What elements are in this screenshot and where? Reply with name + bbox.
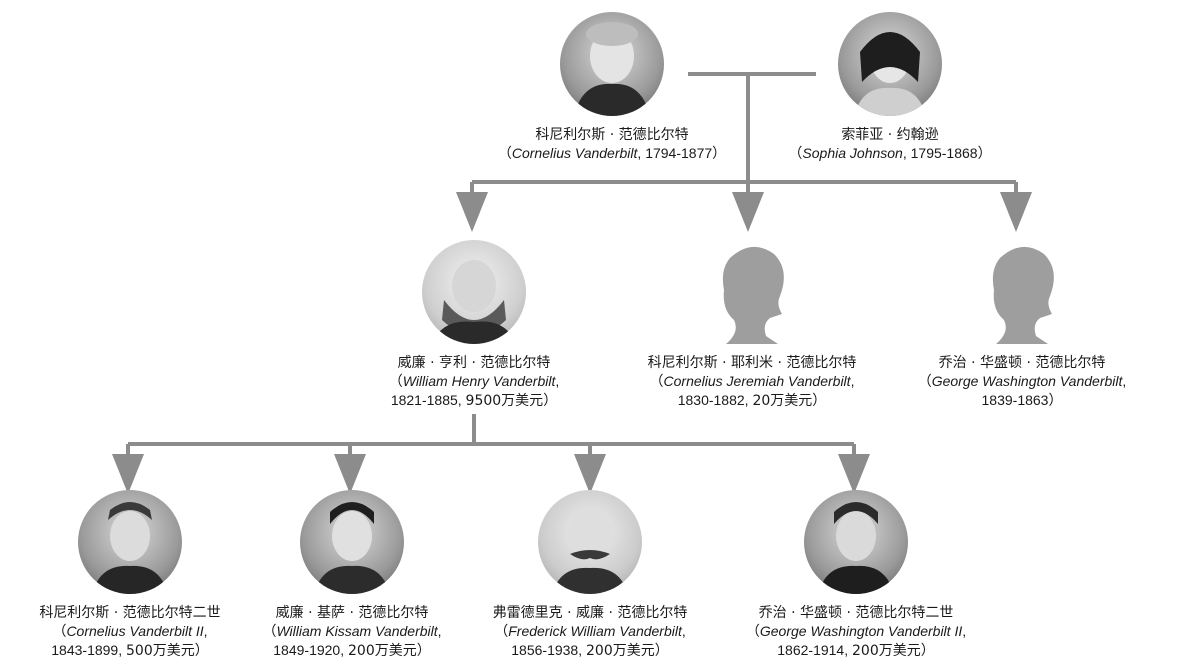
portrait-photo: [78, 490, 182, 594]
person-william-henry-vanderbilt: 威廉 · 亨利 · 范德比尔特 （William Henry Vanderbil…: [344, 240, 604, 410]
person-years: 1821-1885: [390, 392, 458, 408]
person-details: （Frederick William Vanderbilt,: [494, 623, 686, 640]
person-william-kissam-vanderbilt: 威廉 · 基萨 · 范德比尔特 （William Kissam Vanderbi…: [222, 490, 482, 660]
person-name-en: Frederick William Vanderbilt: [508, 623, 682, 639]
person-years: 1795-1868: [910, 145, 978, 161]
person-george-washington-vanderbilt: 乔治 · 华盛顿 · 范德比尔特 （George Washington Vand…: [892, 240, 1152, 410]
person-details-line2: 1856-1938, 200万美元）: [511, 642, 669, 659]
person-years: 1830-1882: [677, 392, 745, 408]
person-name-zh: 科尼利尔斯 · 范德比尔特二世: [39, 605, 221, 621]
person-name-zh: 威廉 · 亨利 · 范德比尔特: [397, 355, 551, 371]
portrait-photo: [838, 12, 942, 116]
person-details: （Sophia Johnson, 1795-1868）: [788, 145, 992, 162]
person-name-zh: 威廉 · 基萨 · 范德比尔特: [275, 605, 429, 621]
person-details: （Cornelius Vanderbilt II,: [52, 623, 208, 640]
person-name-zh: 索菲亚 · 约翰逊: [841, 127, 939, 143]
person-frederick-william-vanderbilt: 弗雷德里克 · 威廉 · 范德比尔特 （Frederick William Va…: [460, 490, 720, 660]
person-details: （Cornelius Vanderbilt, 1794-1877）: [497, 145, 727, 162]
person-details-line2: 1830-1882, 20万美元）: [677, 392, 827, 409]
person-years: 1856-1938: [511, 642, 579, 658]
person-years: 1862-1914: [777, 642, 845, 658]
person-name-en: Cornelius Vanderbilt: [511, 145, 638, 161]
person-name-zh: 科尼利尔斯 · 范德比尔特: [535, 127, 689, 143]
person-name-zh: 乔治 · 华盛顿 · 范德比尔特二世: [758, 605, 954, 621]
person-details-line2: 1862-1914, 200万美元）: [777, 642, 935, 659]
person-cornelius-jeremiah-vanderbilt: 科尼利尔斯 · 耶利米 · 范德比尔特 （Cornelius Jeremiah …: [622, 240, 882, 410]
person-cornelius-vanderbilt: 科尼利尔斯 · 范德比尔特 （Cornelius Vanderbilt, 179…: [482, 12, 742, 163]
portrait-photo: [560, 12, 664, 116]
person-name-en: Sophia Johnson: [802, 145, 903, 161]
person-years: 1794-1877: [645, 145, 713, 161]
person-details: （William Kissam Vanderbilt,: [262, 623, 442, 640]
person-wealth: 20万美元: [752, 393, 813, 409]
portrait-photo: [804, 490, 908, 594]
person-details: （Cornelius Jeremiah Vanderbilt,: [649, 373, 855, 390]
silhouette-icon: [970, 240, 1074, 344]
silhouette-icon: [700, 240, 804, 344]
person-name-en: George Washington Vanderbilt: [931, 373, 1123, 389]
person-name-en: William Henry Vanderbilt: [402, 373, 556, 389]
person-years: 1849-1920: [273, 642, 341, 658]
person-details: （William Henry Vanderbilt,: [388, 373, 560, 390]
person-details: （George Washington Vanderbilt II,: [745, 623, 967, 640]
person-wealth: 500万美元: [126, 643, 195, 659]
person-george-washington-vanderbilt-ii: 乔治 · 华盛顿 · 范德比尔特二世 （George Washington Va…: [726, 490, 986, 660]
person-wealth: 200万美元: [348, 643, 417, 659]
person-name-zh: 乔治 · 华盛顿 · 范德比尔特: [938, 355, 1106, 371]
person-name-zh: 弗雷德里克 · 威廉 · 范德比尔特: [492, 605, 688, 621]
person-cornelius-vanderbilt-ii: 科尼利尔斯 · 范德比尔特二世 （Cornelius Vanderbilt II…: [0, 490, 260, 660]
person-years: 1843-1899: [51, 642, 119, 658]
person-name-en: Cornelius Vanderbilt II: [66, 623, 204, 639]
person-name-en: George Washington Vanderbilt II: [759, 623, 963, 639]
person-years: 1839-1863: [981, 392, 1049, 408]
person-wealth: 200万美元: [852, 643, 921, 659]
person-sophia-johnson: 索菲亚 · 约翰逊 （Sophia Johnson, 1795-1868）: [760, 12, 1020, 163]
person-name-zh: 科尼利尔斯 · 耶利米 · 范德比尔特: [647, 355, 857, 371]
person-wealth: 9500万美元: [465, 393, 544, 409]
person-wealth: 200万美元: [586, 643, 655, 659]
portrait-photo: [538, 490, 642, 594]
person-details-line2: 1843-1899, 500万美元）: [51, 642, 209, 659]
person-name-en: Cornelius Jeremiah Vanderbilt: [663, 373, 851, 389]
person-details-line2: 1849-1920, 200万美元）: [273, 642, 431, 659]
person-details-line2: 1821-1885, 9500万美元）: [390, 392, 558, 409]
portrait-photo: [422, 240, 526, 344]
person-details: （George Washington Vanderbilt,: [917, 373, 1127, 390]
person-details-line2: 1839-1863）: [981, 392, 1063, 409]
portrait-photo: [300, 490, 404, 594]
person-name-en: William Kissam Vanderbilt: [276, 623, 438, 639]
